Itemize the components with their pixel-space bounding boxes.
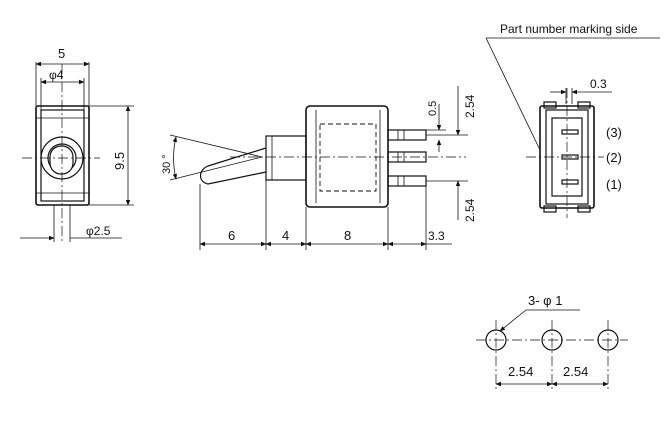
dim-6-label: 6 [228, 228, 235, 243]
hole-pitch-2-label: 2.54 [563, 364, 588, 379]
front-lever-dia-label: φ2.5 [86, 224, 111, 238]
pitch-top-label: 2.54 [463, 94, 477, 118]
terminal-3-label: (3) [606, 125, 622, 140]
terminal-width-label: 0.3 [590, 77, 607, 91]
dim-3-3-label: 3.3 [428, 229, 445, 243]
pcb-hole-layout: 3- φ 1 2.54 2.54 [476, 293, 628, 392]
dim-8-label: 8 [344, 228, 351, 243]
front-view: 5 φ4 9.5 φ2.5 [20, 46, 134, 244]
pitch-bottom-label: 2.54 [463, 198, 477, 222]
terminal-1-label: (1) [606, 177, 622, 192]
terminal-thickness-label: 0.5 [427, 101, 439, 116]
terminal-2-label: (2) [606, 150, 622, 165]
front-height-label: 9.5 [112, 152, 127, 170]
hole-pitch-1-label: 2.54 [508, 364, 533, 379]
dim-4-label: 4 [282, 228, 289, 243]
terminal-end-view: Part number marking side 0.3 (3) (2) (1) [485, 22, 660, 218]
holes-label: 3- φ 1 [528, 293, 562, 308]
part-marking-label: Part number marking side [500, 22, 638, 36]
lever-angle-label: 30 ° [161, 154, 173, 174]
side-view: 30 ° 2.54 2.54 0.5 6 [161, 86, 477, 250]
front-width-label: 5 [58, 46, 65, 61]
front-bushing-dia-label: φ4 [49, 68, 64, 82]
